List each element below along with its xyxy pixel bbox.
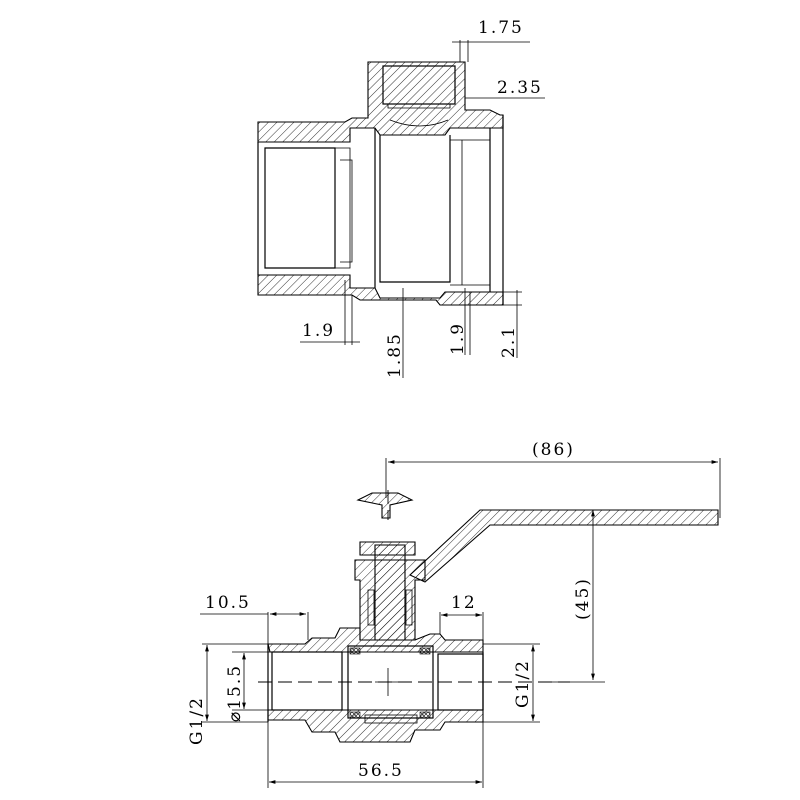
dim-1-75: 1.75 (478, 18, 524, 38)
dim-2-35: 2.35 (497, 78, 543, 98)
dim-right-thread: G1/2 (513, 659, 533, 708)
lever-handle (409, 509, 719, 583)
dim-10-5: 10.5 (205, 593, 251, 613)
dim-12: 12 (451, 593, 477, 613)
dim-2-1: 2.1 (499, 325, 519, 358)
dim-bore-diameter: ⌀15.5 (225, 664, 245, 722)
handle-nut (356, 492, 414, 519)
dim-handle-height: (45) (573, 577, 593, 620)
top-section-view: 1.75 2.35 1.9 1.85 1.9 2.1 (257, 18, 545, 378)
bottom-assembly-view: (86) (45) 10.5 12 G1/2 ⌀15.5 G1/2 56.5 (187, 440, 721, 788)
dim-1-9-right: 1.9 (448, 322, 468, 355)
dim-overall-length: 56.5 (358, 761, 404, 781)
dim-1-85: 1.85 (385, 332, 405, 378)
dim-1-9-left: 1.9 (302, 321, 335, 341)
dim-handle-length: (86) (532, 440, 575, 460)
dim-left-thread: G1/2 (187, 696, 207, 745)
